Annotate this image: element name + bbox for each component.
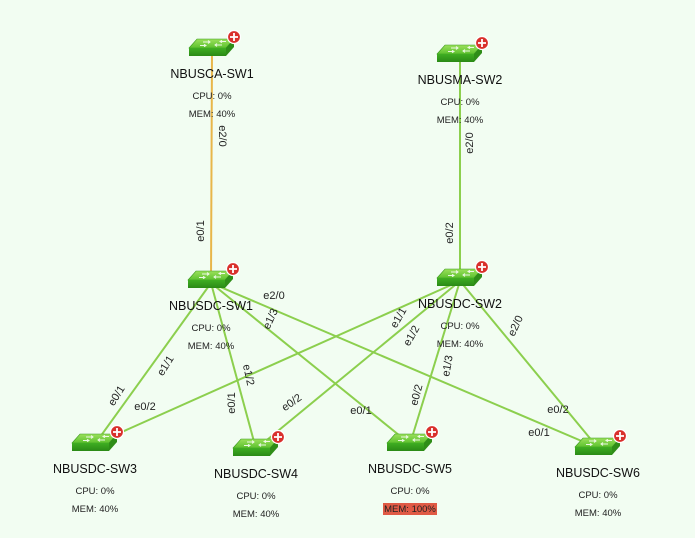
port-label-nbusdc-sw5: e0/2	[408, 383, 425, 407]
alert-plus-icon[interactable]	[424, 424, 440, 440]
link-nbusdc-sw2-to-nbusdc-sw4[interactable]	[255, 280, 461, 450]
port-label-nbusdc-sw4: e0/1	[226, 392, 238, 413]
network-switch-icon	[187, 270, 234, 288]
cpu-stat: CPU: 0%	[440, 97, 480, 108]
mem-alert-highlight	[383, 503, 437, 515]
mem-stat: MEM: 40%	[72, 504, 119, 515]
alert-plus-icon[interactable]	[474, 35, 490, 51]
node-name: NBUSDC-SW6	[556, 466, 640, 480]
node-name: NBUSDC-SW5	[368, 462, 452, 476]
link-nbusdc-sw1-to-nbusdc-sw5[interactable]	[210, 282, 411, 445]
node-name: NBUSCA-SW1	[170, 67, 253, 81]
port-label-nbusdc-sw3: e0/2	[134, 401, 155, 413]
network-switch-icon	[188, 38, 235, 56]
alert-plus-icon[interactable]	[225, 261, 241, 277]
link-nbusdc-sw2-to-nbusdc-sw3[interactable]	[94, 280, 461, 445]
cpu-stat: CPU: 0%	[390, 486, 430, 497]
port-label-nbusdc-sw2: e1/3	[440, 354, 456, 377]
alert-plus-icon[interactable]	[474, 259, 490, 275]
node-name: NBUSDC-SW2	[418, 297, 502, 311]
port-label-nbusdc-sw6: e0/1	[528, 427, 549, 439]
port-label-nbusca-sw1: e2/0	[216, 125, 228, 146]
node-name: NBUSDC-SW3	[53, 462, 137, 476]
network-switch-icon	[386, 433, 433, 451]
port-label-nbusdc-sw1: e1/2	[240, 363, 256, 386]
mem-stat: MEM: 40%	[437, 115, 484, 126]
link-nbusdc-sw1-to-nbusdc-sw3[interactable]	[94, 282, 212, 445]
cpu-stat: CPU: 0%	[192, 91, 232, 102]
mem-stat: MEM: 40%	[189, 109, 236, 120]
node-name: NBUSDC-SW4	[214, 467, 298, 481]
alert-plus-icon[interactable]	[612, 428, 628, 444]
link-nbusdc-sw2-to-nbusdc-sw5[interactable]	[409, 280, 461, 445]
mem-stat: MEM: 40%	[575, 508, 622, 519]
port-labels-layer: e2/0e0/1e2/0e0/2e1/1e0/1e1/2e0/1e1/3e0/1…	[106, 125, 569, 439]
network-switch-icon	[436, 44, 483, 62]
cpu-stat: CPU: 0%	[75, 486, 115, 497]
mem-stat-alert: MEM: 100%	[384, 504, 436, 515]
network-switch-icon	[574, 437, 621, 455]
network-switch-icon	[436, 268, 483, 286]
cpu-stat: CPU: 0%	[236, 491, 276, 502]
link-nbusdc-sw2-to-nbusdc-sw6[interactable]	[459, 280, 599, 449]
node-name: NBUSMA-SW2	[418, 73, 503, 87]
node-name: NBUSDC-SW1	[169, 299, 253, 313]
cpu-stat: CPU: 0%	[578, 490, 618, 501]
port-label-nbusma-sw2: e2/0	[464, 132, 476, 153]
mem-stat: MEM: 40%	[437, 339, 484, 350]
port-label-nbusdc-sw1: e1/3	[261, 307, 281, 331]
port-label-nbusdc-sw1: e2/0	[263, 290, 284, 302]
link-nbusca-sw1-to-nbusdc-sw1[interactable]	[210, 50, 213, 282]
alert-plus-icon[interactable]	[270, 429, 286, 445]
mem-stat: MEM: 40%	[188, 341, 235, 352]
mem-stat: MEM: 40%	[233, 509, 280, 520]
port-label-nbusdc-sw6: e0/2	[547, 404, 568, 416]
cpu-stat: CPU: 0%	[440, 321, 480, 332]
port-label-nbusdc-sw5: e0/1	[350, 405, 371, 417]
network-switch-icon	[232, 438, 279, 456]
port-label-nbusdc-sw2: e0/2	[444, 222, 456, 243]
port-label-nbusdc-sw2: e2/0	[506, 314, 526, 338]
network-switch-icon	[71, 433, 118, 451]
alert-plus-icon[interactable]	[109, 424, 125, 440]
port-label-nbusdc-sw4: e0/2	[280, 392, 304, 414]
port-label-nbusdc-sw2: e1/1	[388, 306, 409, 331]
link-nbusdc-sw1-to-nbusdc-sw6[interactable]	[210, 282, 599, 449]
links-layer	[94, 50, 599, 450]
cpu-stat: CPU: 0%	[191, 323, 231, 334]
link-nbusdc-sw1-to-nbusdc-sw4[interactable]	[210, 282, 257, 450]
port-label-nbusdc-sw1: e0/1	[195, 220, 207, 241]
alert-plus-icon[interactable]	[226, 29, 242, 45]
